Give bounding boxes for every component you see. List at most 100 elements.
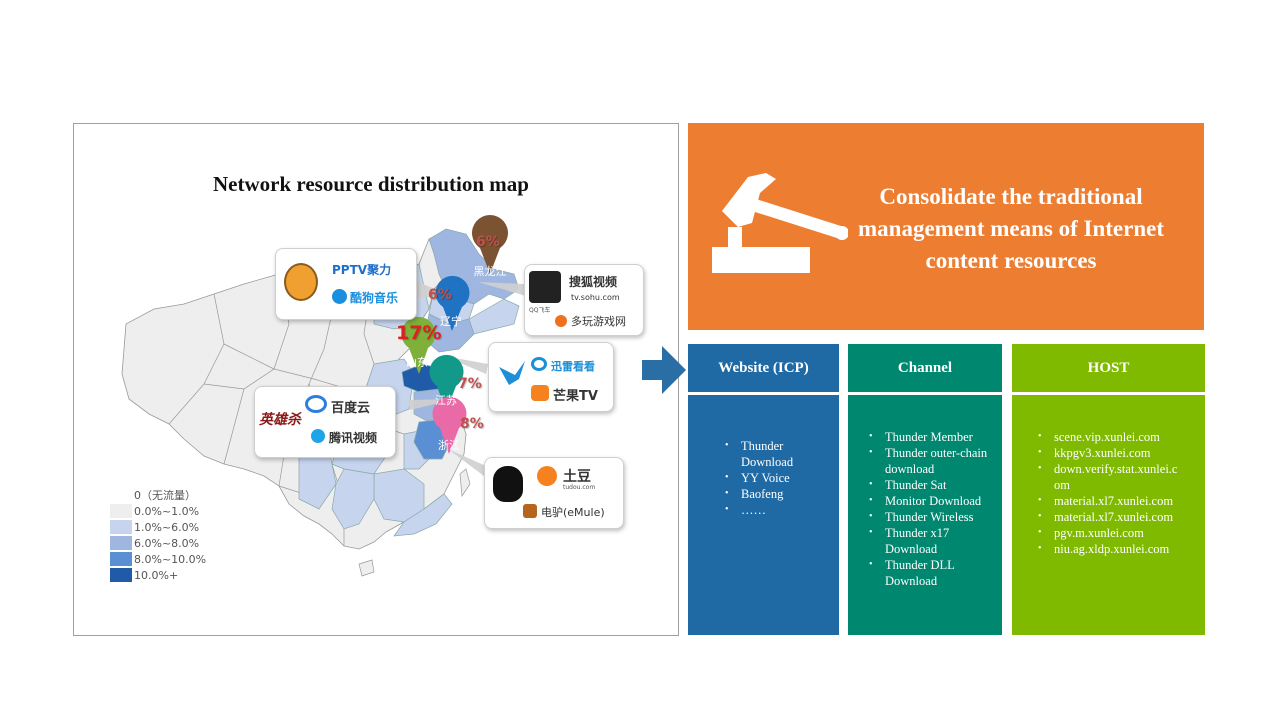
banner-title: Consolidate the traditional management m… (858, 184, 1164, 273)
callout-xunlei: 迅雷看看 芒果TV (488, 342, 614, 412)
pptv-logo-text: PPTV聚力 (332, 263, 392, 277)
pin-liaoning (435, 275, 470, 331)
legend-item: 8.0%~10.0% (110, 551, 206, 567)
legend-item: 0.0%~1.0% (110, 503, 206, 519)
tencent-video-icon (311, 429, 325, 443)
list-item: down.verify.stat.xunlei.com (1038, 461, 1180, 493)
tencent-logo-text: 腾讯视频 (329, 431, 378, 445)
emule-logo-text: 电驴(eMule) (541, 506, 605, 519)
bird-icon (497, 357, 527, 387)
sohu-logo-text: 搜狐视频 (569, 275, 618, 289)
kugou-logo-text: 酷狗音乐 (350, 291, 399, 305)
pct-heilongjiang: 6% (476, 234, 500, 250)
pct-liaoning: 6% (428, 287, 452, 303)
legend-item: 1.0%~6.0% (110, 519, 206, 535)
legend-label: 0（无流量） (134, 489, 196, 502)
map-legend: 0（无流量） 0.0%~1.0% 1.0%~6.0% 6.0%~8.0% 8.0… (110, 487, 206, 583)
pin-shandong (401, 316, 436, 374)
pct-zhejiang: 8% (460, 416, 484, 432)
pin-jiangsu (429, 354, 464, 412)
qq-speed-label: QQ飞车 (529, 307, 551, 314)
legend-label: 8.0%~10.0% (134, 552, 207, 566)
legend-item: 10.0%+ (110, 567, 206, 583)
tudou-url: tudou.com (563, 484, 596, 491)
list-item: Thunder Download (725, 438, 821, 470)
legend-item: 0（无流量） (110, 487, 206, 503)
tudou-icon (537, 466, 557, 486)
legend-label: 6.0%~8.0% (134, 536, 200, 550)
callout-pptv: PPTV聚力 酷狗音乐 (275, 248, 417, 320)
duowan-logo-text: 多玩游戏网 (571, 315, 626, 328)
list-item: …… (725, 502, 821, 518)
mango-logo-text: 芒果TV (553, 389, 598, 404)
website-header: Website (ICP) (688, 344, 839, 392)
map-title: Network resource distribution map (213, 172, 529, 196)
list-item: Thunder outer-chain download (869, 445, 993, 477)
pin-label-zhejiang: 浙江 (438, 439, 460, 452)
list-item: pgv.m.xunlei.com (1038, 525, 1180, 541)
baidu-logo-text: 百度云 (331, 401, 371, 416)
legend-swatch (110, 520, 132, 534)
legend-swatch (110, 552, 132, 566)
pin-label-liaoning: 辽宁 (440, 315, 462, 328)
website-column: Website (ICP) Thunder Download YY Voice … (688, 344, 839, 635)
legend-label: 0.0%~1.0% (134, 504, 200, 518)
xunlei-logo-text: 迅雷看看 (551, 360, 595, 373)
legend-swatch (110, 536, 132, 550)
channel-column: Channel Thunder Member Thunder outer-cha… (848, 344, 1002, 635)
game-logo-text: 英雄杀 (259, 412, 301, 428)
list-item: Baofeng (725, 486, 821, 502)
legend-label: 10.0%+ (134, 568, 179, 582)
list-item: Thunder Member (869, 429, 993, 445)
emule-icon (523, 504, 537, 518)
host-header: HOST (1012, 344, 1205, 392)
channel-header: Channel (848, 344, 1002, 392)
banner: Consolidate the traditional management m… (688, 123, 1204, 330)
host-body: scene.vip.xunlei.com kkpgv3.xunlei.com d… (1012, 395, 1205, 635)
pin-label-shandong: 山东 (406, 356, 428, 369)
legend-item: 6.0%~8.0% (110, 535, 206, 551)
channel-list: Thunder Member Thunder outer-chain downl… (848, 395, 993, 589)
tudou-logo-text: 土豆 (563, 469, 591, 485)
host-list: scene.vip.xunlei.com kkpgv3.xunlei.com d… (1012, 395, 1180, 557)
pin-heilongjiang (472, 215, 508, 274)
list-item: kkpgv3.xunlei.com (1038, 445, 1180, 461)
list-item: niu.ag.xldp.xunlei.com (1038, 541, 1180, 557)
pin-label-heilongjiang: 黑龙江 (473, 265, 507, 278)
baidu-cloud-icon (305, 395, 327, 413)
callout-sohu: QQ飞车 搜狐视频 tv.sohu.com 多玩游戏网 (524, 264, 644, 336)
map-panel: Network resource distribution map (73, 123, 679, 636)
list-item: material.xl7.xunlei.com (1038, 509, 1180, 525)
list-item: scene.vip.xunlei.com (1038, 429, 1180, 445)
callout-baidu: 英雄杀 百度云 腾讯视频 (254, 386, 396, 458)
list-item: YY Voice (725, 470, 821, 486)
list-item: Monitor Download (869, 493, 993, 509)
list-item: Thunder Wireless (869, 509, 993, 525)
qq-speed-game-icon (529, 271, 561, 303)
pin-zhejiang (432, 396, 467, 454)
qq-penguin-icon (493, 466, 523, 502)
legend-label: 1.0%~6.0% (134, 520, 200, 534)
list-item: material.xl7.xunlei.com (1038, 493, 1180, 509)
list-item: Thunder Sat (869, 477, 993, 493)
mango-icon (531, 385, 549, 401)
right-arrow-icon (642, 346, 686, 394)
kugou-icon (332, 289, 347, 304)
hammer-icon (712, 173, 848, 273)
callout-qq: 土豆 tudou.com 电驴(eMule) (484, 457, 624, 529)
legend-swatch (110, 504, 132, 518)
pin-label-jiangsu: 江苏 (435, 394, 457, 407)
website-list: Thunder Download YY Voice Baofeng …… (688, 395, 821, 518)
list-item: Thunder x17 Download (869, 525, 993, 557)
xunlei-icon (531, 357, 547, 371)
website-body: Thunder Download YY Voice Baofeng …… (688, 395, 839, 635)
channel-body: Thunder Member Thunder outer-chain downl… (848, 395, 1002, 635)
raccoon-icon (284, 263, 318, 301)
duowan-icon (555, 315, 567, 327)
legend-swatch (110, 568, 132, 582)
sohu-url: tv.sohu.com (571, 293, 620, 302)
pct-shandong: 17% (396, 322, 442, 344)
pct-jiangsu: 7% (458, 376, 482, 392)
host-column: HOST scene.vip.xunlei.com kkpgv3.xunlei.… (1012, 344, 1205, 635)
list-item: Thunder DLL Download (869, 557, 993, 589)
